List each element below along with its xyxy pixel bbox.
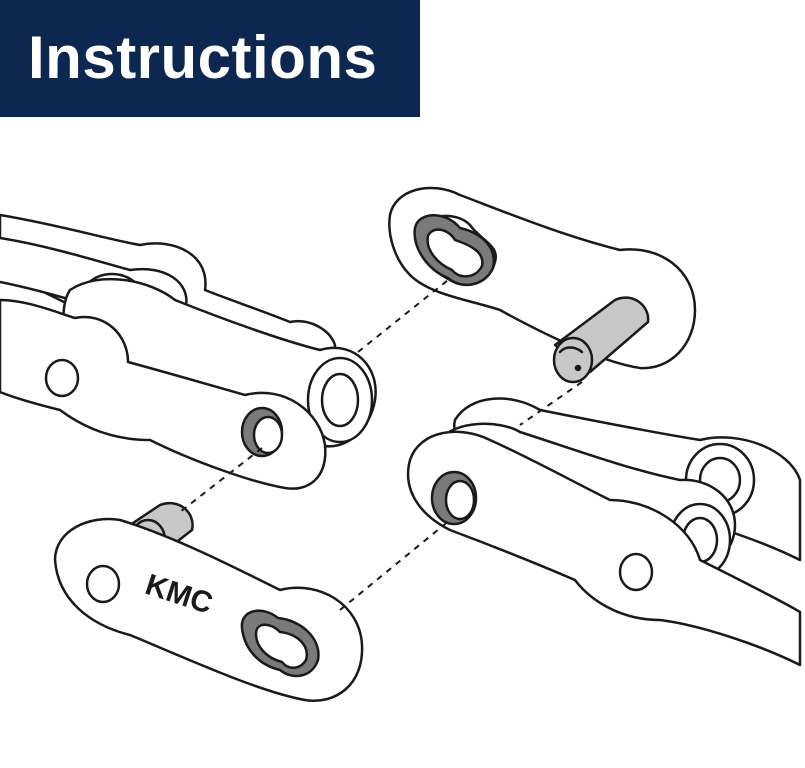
guide-line-3: [519, 381, 583, 426]
guide-line-4: [339, 519, 451, 611]
master-link-pin-right: [552, 296, 650, 384]
header-banner: Instructions: [0, 0, 420, 117]
right-plate-hole-b: [618, 552, 654, 592]
master-link-bottom-plate: [53, 502, 364, 702]
guide-line-2: [179, 447, 263, 513]
master-link-bottom-hole: [85, 564, 121, 604]
guide-line-1: [357, 279, 449, 353]
right-chain-segment: [406, 397, 802, 667]
assembly-guide-lines: [179, 279, 583, 611]
page-title: Instructions: [28, 24, 378, 91]
right-front-plate: [406, 430, 802, 667]
left-plate-hole-a: [44, 358, 80, 398]
master-link-top-plate: [388, 186, 697, 370]
left-chain-segment: [0, 213, 377, 490]
